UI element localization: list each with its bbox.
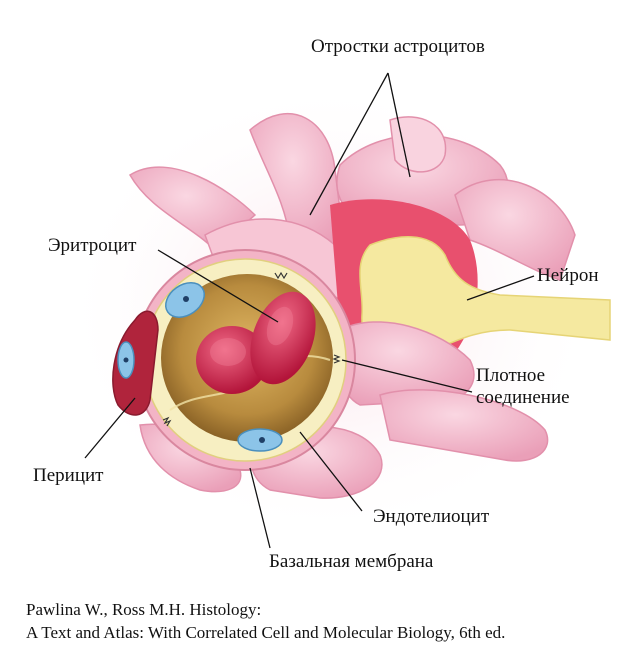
leader-astrocyte-2 <box>387 72 411 178</box>
label-tight-junction: Плотное соединение <box>476 365 570 408</box>
citation: Pawlina W., Ross M.H. Histology: A Text … <box>26 598 505 644</box>
leader-endotheliocyte <box>299 431 363 512</box>
endothelial-nucleus-upper <box>165 282 205 318</box>
label-neuron: Нейрон <box>537 265 599 286</box>
leader-erythrocyte <box>157 249 279 323</box>
pericyte <box>112 310 159 416</box>
tight-junction-marks <box>162 271 341 427</box>
label-erythrocyte: Эритроцит <box>48 235 137 256</box>
leader-lines <box>84 72 535 549</box>
neuron <box>359 236 611 359</box>
leader-pericyte <box>84 397 136 459</box>
leader-basement-membrane <box>249 467 271 549</box>
label-pericyte: Перицит <box>33 465 104 486</box>
label-endotheliocyte: Эндотелиоцит <box>373 506 490 527</box>
leader-neuron <box>466 275 535 301</box>
leader-astrocyte-1 <box>309 72 389 216</box>
citation-line-2: A Text and Atlas: With Correlated Cell a… <box>26 623 506 642</box>
label-astrocyte-processes: Отростки астроцитов <box>311 36 485 57</box>
label-basement-membrane: Базальная мембрана <box>269 551 434 572</box>
endothelial-nucleus-lower <box>237 428 283 452</box>
leader-tight-junction <box>341 359 473 393</box>
citation-line-1: Pawlina W., Ross M.H. Histology: <box>26 600 262 619</box>
